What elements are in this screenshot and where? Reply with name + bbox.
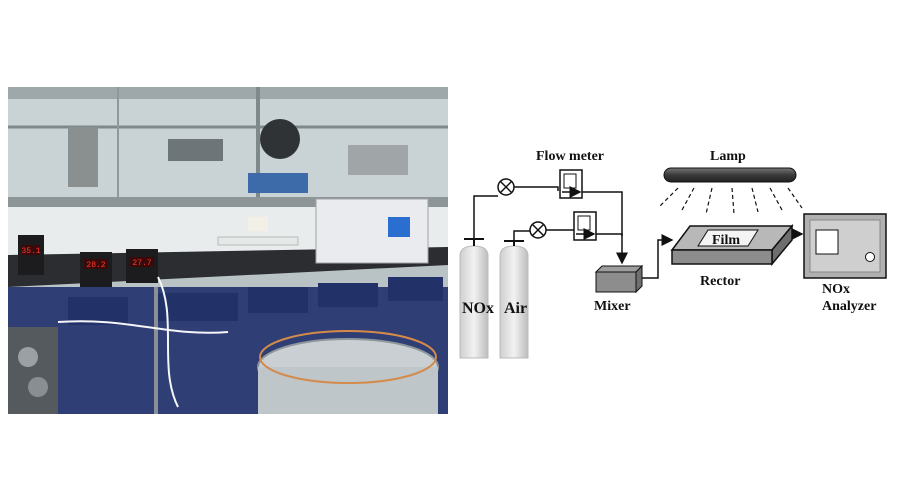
nox-valve-icon — [497, 178, 515, 196]
lamp-icon — [663, 167, 797, 183]
light-rays — [659, 187, 803, 215]
reactor-box — [670, 223, 794, 267]
svg-text:35.1: 35.1 — [21, 247, 40, 256]
analyzer-label-line2: Analyzer — [822, 299, 876, 314]
mixer-label: Mixer — [594, 299, 631, 314]
film-label: Film — [712, 233, 740, 248]
svg-text:27.7: 27.7 — [132, 259, 151, 268]
nox-cylinder: NOx — [459, 245, 494, 359]
rector-label: Rector — [700, 274, 740, 289]
air-cylinder: Air — [499, 245, 529, 359]
svg-text:28.2: 28.2 — [86, 261, 105, 270]
air-valve-icon — [529, 221, 547, 239]
flow-meter-label: Flow meter — [536, 149, 604, 164]
lab-setup-photo: 35.1 28.2 27.7 — [8, 87, 448, 414]
flow-meter-2 — [573, 211, 597, 241]
air-tank-label: Air — [504, 300, 527, 317]
mixer-box — [594, 264, 644, 294]
digital-meters: 35.1 28.2 27.7 — [18, 235, 158, 288]
lab-photo-drawing: 35.1 28.2 27.7 — [8, 87, 448, 414]
flow-meter-1 — [559, 169, 583, 199]
lamp-label: Lamp — [710, 149, 746, 164]
schematic-diagram: NOx Air — [452, 130, 900, 370]
nox-analyzer — [803, 213, 887, 279]
analyzer-instrument — [315, 198, 429, 264]
schematic-svg: NOx Air — [459, 149, 887, 359]
analyzer-label-line1: NOx — [822, 282, 850, 297]
nox-tank-label: NOx — [462, 300, 494, 317]
